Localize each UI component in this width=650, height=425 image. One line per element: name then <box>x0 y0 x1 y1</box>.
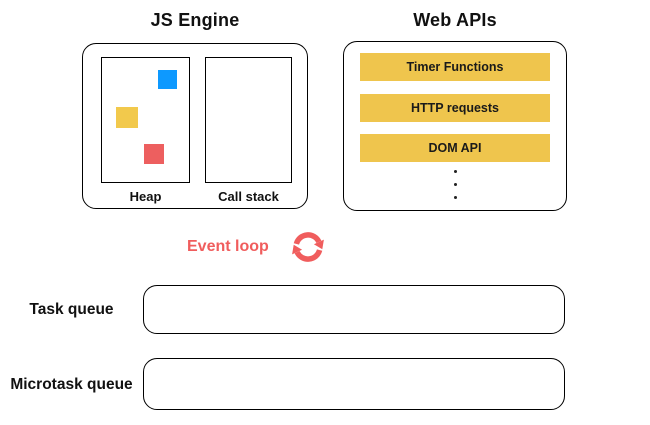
call-stack-area <box>205 57 292 183</box>
web-api-bar-http: HTTP requests <box>360 94 550 122</box>
web-api-bar-dom: DOM API <box>360 134 550 162</box>
call-stack-label: Call stack <box>218 189 279 204</box>
task-queue-label: Task queue <box>29 301 114 318</box>
event-loop-label: Event loop <box>187 238 269 255</box>
microtask-queue-box <box>143 358 565 410</box>
more-apis-dots <box>344 170 566 199</box>
heap-block-blue <box>158 70 177 89</box>
dot <box>453 196 457 199</box>
heap-label: Heap <box>129 189 162 204</box>
dot <box>453 183 457 186</box>
heap-block-yellow <box>116 107 138 128</box>
microtask-queue-label: Microtask queue <box>10 376 133 393</box>
js-engine-box: Heap Call stack <box>82 43 308 209</box>
web-apis-box: Timer Functions HTTP requests DOM API <box>343 41 567 211</box>
dot <box>453 170 457 173</box>
web-apis-title: Web APIs <box>413 10 497 30</box>
task-queue-box <box>143 285 565 334</box>
js-engine-title: JS Engine <box>150 10 240 30</box>
heap-area <box>101 57 190 183</box>
heap-block-red <box>144 144 164 164</box>
sync-arrows-icon <box>292 232 324 262</box>
web-api-bar-timer: Timer Functions <box>360 53 550 81</box>
